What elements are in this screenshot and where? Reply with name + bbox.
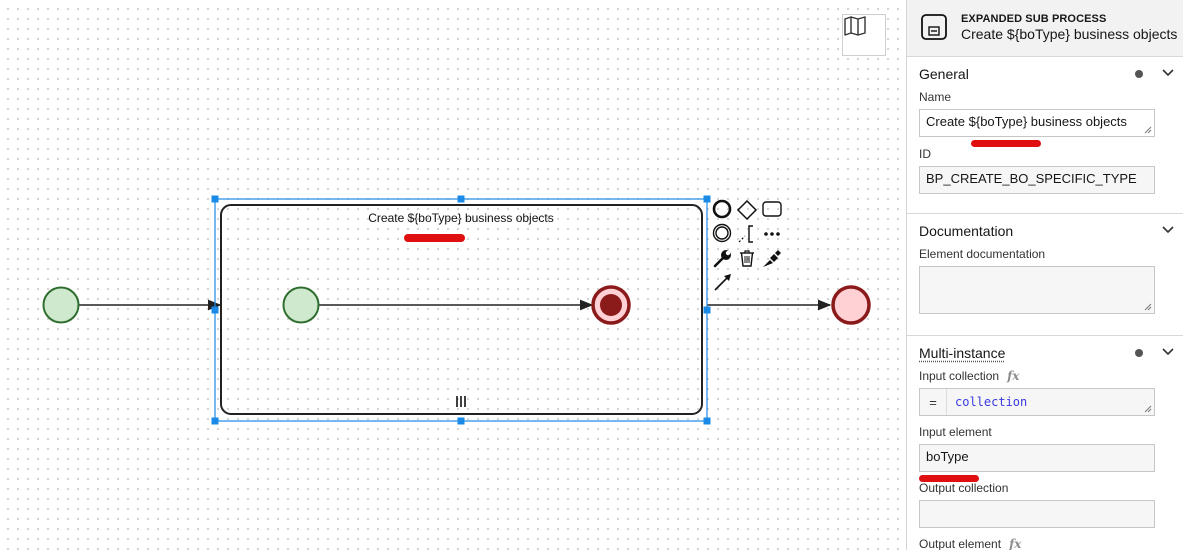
properties-panel: EXPANDED SUB PROCESS Create ${boType} bu… — [906, 0, 1183, 550]
output-element-label: Output element fx — [919, 537, 1171, 550]
highlight-mark — [971, 140, 1041, 147]
fx-icon: fx — [1009, 537, 1022, 550]
name-entry: Name Create ${boType} business objects — [907, 90, 1183, 147]
output-collection-label: Output collection — [919, 481, 1009, 495]
id-entry: ID BP_CREATE_BO_SPECIFIC_TYPE — [907, 147, 1183, 194]
group-multi-instance-header[interactable]: Multi-instance — [907, 336, 1183, 369]
diagram-canvas[interactable]: Create ${boType} business objects — [0, 0, 906, 550]
name-field[interactable]: Create ${boType} business objects — [919, 109, 1155, 137]
name-label: Name — [919, 90, 952, 104]
task-icon[interactable] — [761, 199, 783, 221]
chevron-down-icon[interactable] — [1162, 347, 1174, 357]
more-icon[interactable] — [761, 223, 783, 245]
resize-grip-icon[interactable] — [1144, 405, 1152, 413]
chevron-down-icon[interactable] — [1162, 68, 1174, 78]
name-value: Create ${boType} business objects — [926, 114, 1127, 129]
group-general-header[interactable]: General — [907, 57, 1183, 90]
input-collection-label: Input collection fx — [919, 369, 1171, 383]
output-collection-entry: Output collection — [907, 481, 1183, 528]
output-collection-field[interactable] — [919, 500, 1155, 528]
resize-handles[interactable] — [211, 195, 711, 425]
element-name: Create ${boType} business objects — [961, 26, 1178, 42]
input-collection-field[interactable]: = collection — [919, 388, 1155, 416]
inner-start-event[interactable] — [282, 286, 320, 324]
panel-header: EXPANDED SUB PROCESS Create ${boType} bu… — [907, 0, 1183, 57]
highlight-mark — [404, 234, 465, 242]
group-multi-instance: Multi-instance Input collection fx = col… — [907, 336, 1183, 550]
subprocess-icon — [921, 14, 947, 40]
documentation-field[interactable] — [919, 266, 1155, 314]
output-element-label-text: Output element — [919, 537, 1002, 550]
element-type: EXPANDED SUB PROCESS — [961, 13, 1107, 25]
terminate-marker — [600, 294, 622, 316]
start-event[interactable] — [42, 286, 80, 324]
data-indicator-dot — [1135, 70, 1143, 78]
fx-icon: fx — [1007, 369, 1020, 383]
intermediate-event-icon[interactable] — [712, 223, 734, 245]
input-element-label: Input element — [919, 425, 992, 439]
group-documentation: Documentation Element documentation — [907, 214, 1183, 336]
group-documentation-title: Documentation — [919, 223, 1014, 239]
input-element-value: boType — [926, 449, 969, 464]
map-icon — [844, 16, 866, 36]
input-collection-value: collection — [955, 395, 1028, 409]
chevron-down-icon[interactable] — [1162, 225, 1174, 235]
bpmn-diagram[interactable] — [0, 0, 906, 550]
id-value: BP_CREATE_BO_SPECIFIC_TYPE — [926, 171, 1137, 186]
highlight-mark — [919, 475, 979, 482]
expanded-subprocess[interactable] — [220, 204, 703, 415]
group-general: General Name Create ${boType} business o… — [907, 57, 1183, 214]
input-collection-entry: Input collection fx = collection — [907, 369, 1183, 416]
input-element-entry: Input element boType — [907, 425, 1183, 482]
id-field[interactable]: BP_CREATE_BO_SPECIFIC_TYPE — [919, 166, 1155, 194]
gateway-icon[interactable] — [736, 199, 758, 221]
input-element-field[interactable]: boType — [919, 444, 1155, 472]
resize-grip-icon[interactable] — [1144, 303, 1152, 311]
text-annotation-icon[interactable] — [736, 223, 758, 245]
end-event[interactable] — [831, 285, 871, 325]
input-collection-label-text: Input collection — [919, 369, 1000, 383]
output-element-entry: Output element fx — [907, 537, 1183, 550]
subprocess-label: Create ${boType} business objects — [368, 211, 554, 225]
trash-icon[interactable] — [736, 247, 758, 269]
parallel-multi-instance-marker — [456, 396, 466, 407]
documentation-label: Element documentation — [919, 247, 1046, 261]
wrench-icon[interactable] — [712, 247, 734, 269]
minimap-toggle-button[interactable] — [842, 14, 886, 56]
resize-grip-icon[interactable] — [1144, 126, 1152, 134]
id-label: ID — [919, 147, 931, 161]
documentation-entry: Element documentation — [907, 247, 1183, 314]
start-event-icon[interactable] — [712, 199, 734, 221]
connect-arrow-icon[interactable] — [712, 271, 734, 293]
group-multi-instance-title: Multi-instance — [919, 345, 1006, 361]
group-general-title: General — [919, 66, 969, 82]
group-documentation-header[interactable]: Documentation — [907, 214, 1183, 247]
color-icon[interactable] — [761, 247, 783, 269]
data-indicator-dot — [1135, 349, 1143, 357]
feel-expression-marker: = — [920, 389, 947, 415]
